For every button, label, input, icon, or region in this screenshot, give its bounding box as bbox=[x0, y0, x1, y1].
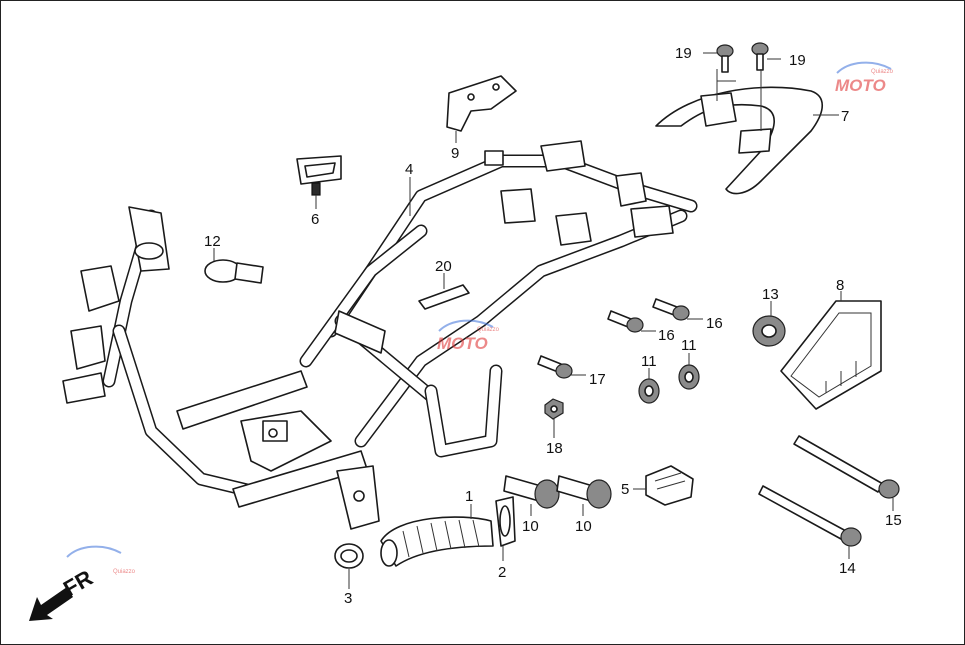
cable-tie bbox=[204, 259, 264, 284]
svg-text:MOTO: MOTO bbox=[437, 334, 488, 353]
clamp-band bbox=[495, 496, 516, 547]
callout-1: 1 bbox=[465, 488, 473, 505]
callout-17: 17 bbox=[589, 371, 606, 388]
callout-5: 5 bbox=[621, 481, 629, 498]
collar-nut-a bbox=[638, 378, 660, 404]
callout-19b: 19 bbox=[789, 52, 806, 69]
stay-bracket bbox=[446, 75, 517, 132]
callout-19a: 19 bbox=[675, 45, 692, 62]
callout-9: 9 bbox=[451, 145, 459, 162]
callout-11b: 11 bbox=[681, 337, 697, 354]
rubber-bushing-b bbox=[556, 475, 612, 509]
svg-text:Quiazzo: Quiazzo bbox=[477, 327, 500, 333]
callout-16a: 16 bbox=[658, 327, 675, 344]
socket-bolt-19b bbox=[751, 42, 769, 71]
rubber-boot bbox=[380, 516, 494, 567]
rubber-bushing-a bbox=[503, 475, 560, 509]
socket-bolt-19a bbox=[716, 44, 734, 73]
rubber-grommet bbox=[752, 315, 786, 347]
svg-text:MOTO: MOTO bbox=[835, 76, 886, 95]
collar-nut-b bbox=[678, 364, 700, 390]
callout-7: 7 bbox=[841, 108, 849, 125]
callout-18: 18 bbox=[546, 440, 563, 457]
front-arrow-icon bbox=[29, 587, 73, 621]
rubber-block bbox=[645, 465, 694, 506]
callout-14: 14 bbox=[839, 560, 856, 577]
callout-13: 13 bbox=[762, 286, 779, 303]
callout-4: 4 bbox=[405, 161, 413, 178]
leader-lines bbox=[213, 52, 894, 589]
long-bolt-15 bbox=[793, 435, 900, 499]
label-plate bbox=[418, 284, 470, 310]
callout-12: 12 bbox=[204, 233, 221, 250]
front-direction-indicator: FR bbox=[29, 565, 97, 621]
svg-text:Quiazzo: Quiazzo bbox=[113, 569, 136, 575]
flange-bolt-17 bbox=[537, 355, 573, 379]
callout-16b: 16 bbox=[706, 315, 723, 332]
heat-shield-plate bbox=[780, 300, 882, 410]
callout-3: 3 bbox=[344, 590, 352, 607]
hex-nut bbox=[544, 398, 564, 420]
callout-10b: 10 bbox=[575, 518, 592, 535]
callout-10a: 10 bbox=[522, 518, 539, 535]
callout-8: 8 bbox=[836, 277, 844, 294]
mount-bracket bbox=[296, 155, 342, 196]
callout-15: 15 bbox=[885, 512, 902, 529]
watermark-top-right: MOTO Quiazzo bbox=[835, 61, 894, 95]
callout-11a: 11 bbox=[641, 353, 657, 370]
flange-bolt-16b bbox=[652, 298, 690, 321]
watermark-center: MOTO Quiazzo bbox=[437, 319, 500, 353]
rear-grab-rail bbox=[655, 86, 824, 195]
callout-2: 2 bbox=[498, 564, 506, 581]
callout-labels: 1 2 3 4 5 6 7 8 9 10 10 11 11 12 13 14 1… bbox=[204, 45, 902, 607]
callout-20: 20 bbox=[435, 258, 452, 275]
svg-text:Quiazzo: Quiazzo bbox=[871, 69, 894, 75]
callout-6: 6 bbox=[311, 211, 319, 228]
long-bolt-14 bbox=[758, 485, 862, 547]
main-frame-assembly bbox=[62, 140, 698, 530]
watermark-bottom-left: Quiazzo bbox=[66, 545, 136, 575]
hose-clamp bbox=[334, 543, 364, 569]
flange-bolt-16a bbox=[607, 310, 644, 333]
